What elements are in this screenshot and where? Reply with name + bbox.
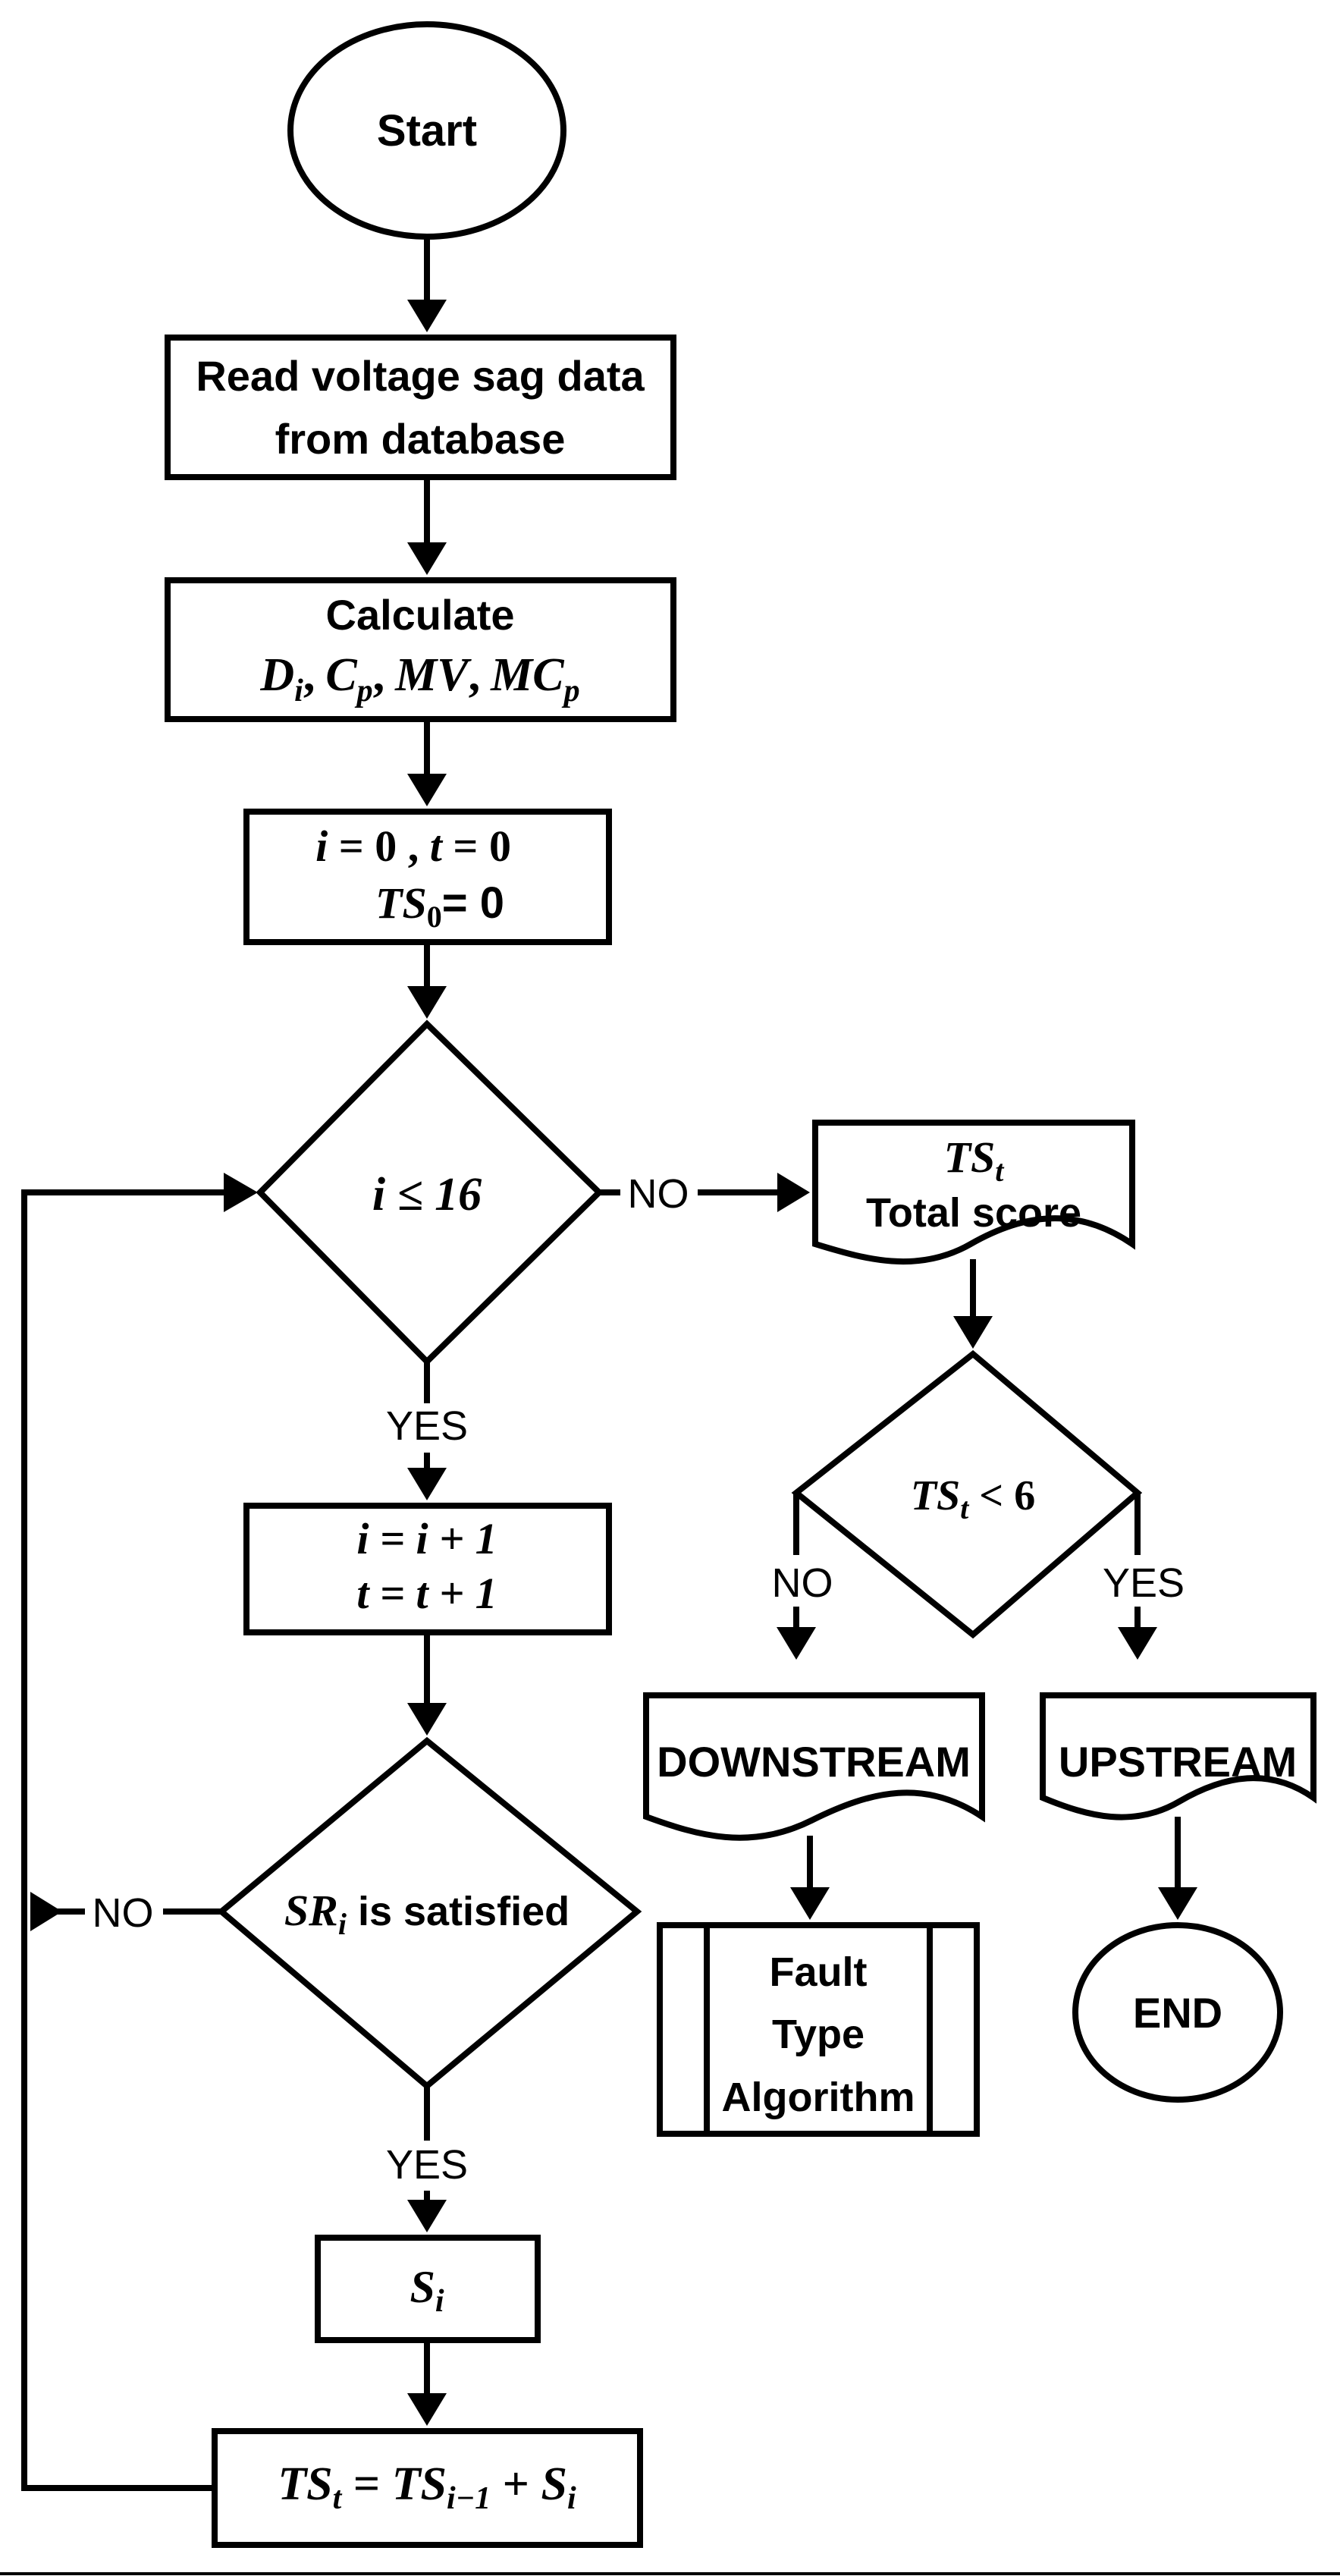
end-label: END: [1133, 1989, 1222, 2037]
total-score-symbol: TSt: [944, 1132, 1006, 1188]
sr-condition-text: SRi is satisfied: [284, 1886, 570, 1941]
arrowhead: [407, 774, 447, 806]
arrowhead: [224, 1173, 258, 1212]
loop-condition-decision: [256, 1019, 604, 1366]
loop-condition-text: i ≤ 16: [372, 1169, 482, 1220]
calculate-process: [165, 577, 676, 722]
sr-condition-decision: [216, 1736, 642, 2091]
upstream-label: UPSTREAM: [1059, 1738, 1297, 1786]
yes-ts-label: YES: [1103, 1560, 1185, 1606]
fault-line1: Fault: [770, 1949, 868, 1995]
arrowhead: [777, 1173, 810, 1212]
init-line2: TS0= 0: [375, 878, 504, 934]
arrowhead: [407, 1703, 447, 1736]
arrowhead: [790, 1887, 830, 1920]
no-sr-label: NO: [93, 1890, 154, 1936]
total-score-label: Total score: [866, 1190, 1081, 1236]
start-label: Start: [377, 106, 477, 156]
no-ts-label: NO: [772, 1560, 833, 1606]
total-update-process: [212, 2428, 643, 2548]
read-line2: from database: [275, 415, 566, 463]
fault-line2: Type: [772, 2012, 865, 2057]
arrowhead: [407, 300, 447, 332]
arrowhead: [953, 1316, 993, 1349]
arrowhead: [407, 2200, 447, 2232]
downstream-document: [643, 1692, 985, 1841]
score-text: Si: [410, 2262, 444, 2319]
fault-line3: Algorithm: [722, 2075, 915, 2120]
arrowhead: [407, 1468, 447, 1500]
yes-sr-label: YES: [386, 2142, 468, 2188]
arrowhead: [30, 1892, 62, 1931]
calc-formula: Di,Cp,MV,MCp: [259, 649, 579, 708]
incr-line1: i = i + 1: [356, 1514, 497, 1563]
total-score-document: [812, 1120, 1135, 1265]
read-data-process: [165, 335, 676, 480]
arrowhead: [1158, 1887, 1197, 1920]
calc-title: Calculate: [326, 591, 515, 639]
arrowhead: [1118, 1627, 1157, 1660]
arrowhead: [407, 542, 447, 575]
score-process: [315, 2235, 541, 2343]
init-process: [243, 809, 612, 945]
end-terminal: [1072, 1922, 1283, 2103]
loop-back-line: [21, 1189, 228, 2491]
start-terminal: [287, 21, 566, 240]
arrowhead: [777, 1627, 816, 1660]
init-line1: i = 0 , t = 0: [315, 821, 511, 871]
downstream-label: DOWNSTREAM: [657, 1738, 971, 1786]
arrowhead: [407, 2393, 447, 2426]
fault-type-subprocess: [657, 1922, 980, 2137]
no-loop-label: NO: [628, 1171, 689, 1217]
upstream-document: [1040, 1692, 1316, 1820]
arrowhead: [407, 986, 447, 1019]
total-update-text: TSt = TSi−1 + Si: [278, 2458, 576, 2516]
ts-condition-text: TSt < 6: [911, 1472, 1035, 1525]
incr-line2: t = t + 1: [356, 1569, 497, 1618]
increment-process: [243, 1503, 612, 1635]
yes-loop-label: YES: [386, 1403, 468, 1449]
read-line1: Read voltage sag data: [196, 352, 645, 400]
ts-condition-decision: [791, 1349, 1143, 1639]
